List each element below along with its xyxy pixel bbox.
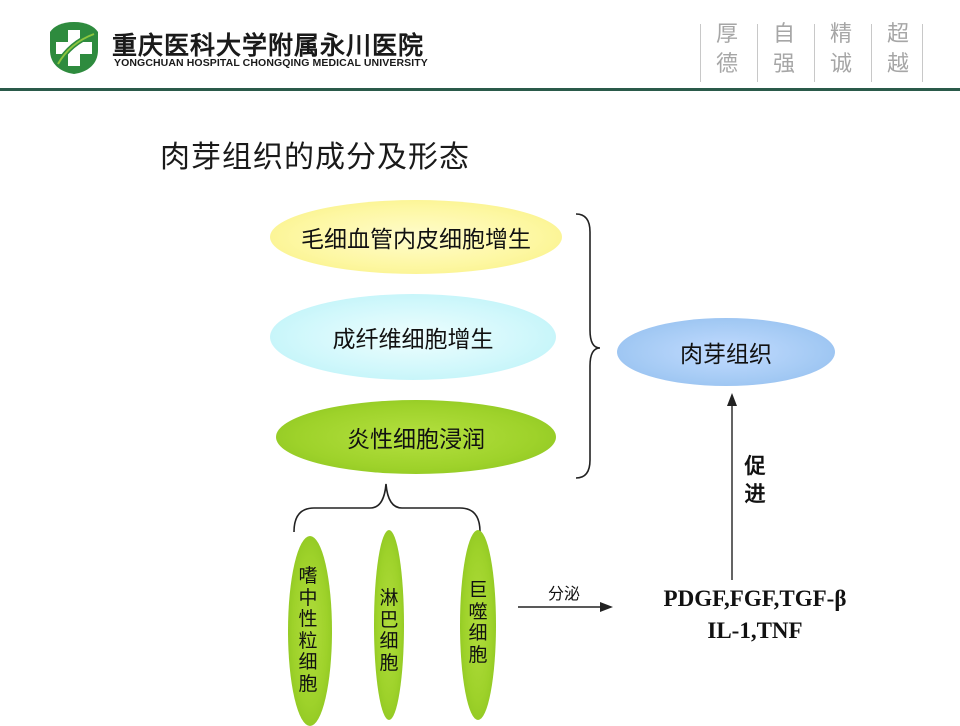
cell-neutrophil-label: 嗜中性粒细胞: [298, 565, 318, 695]
component-fibroblast: 成纤维细胞增生: [270, 294, 556, 380]
result-granulation-tissue: 肉芽组织: [617, 318, 835, 386]
hospital-logo-icon: [50, 22, 98, 74]
hospital-name-cn: 重庆医科大学附属永川医院: [112, 31, 425, 60]
motto-divider: [922, 24, 923, 82]
cells-brace: [293, 483, 481, 533]
growth-factors-line-2: IL-1,TNF: [707, 618, 803, 643]
component-label: 炎性细胞浸润: [347, 427, 485, 453]
cell-macrophage: [460, 530, 496, 720]
motto-item-3: 精诚: [814, 20, 870, 82]
motto-item-1: 厚德: [700, 20, 756, 82]
growth-factors-line-1: PDGF,FGF,TGF-β: [663, 586, 847, 611]
component-label: 毛细血管内皮细胞增生: [301, 227, 531, 253]
motto-text: 厚德: [715, 22, 738, 77]
cell-neutrophil: [288, 536, 332, 726]
component-endothelial: 毛细血管内皮细胞增生: [270, 200, 562, 274]
slide-title: 肉芽组织的成分及形态: [160, 140, 470, 175]
header-rule: [0, 88, 960, 91]
component-label: 成纤维细胞增生: [332, 327, 494, 353]
motto-item-4: 超越: [871, 20, 927, 82]
cell-lymphocyte-label: 淋巴细胞: [379, 587, 399, 674]
promote-label: 促进: [744, 454, 766, 506]
cell-macrophage-label: 巨噬细胞: [468, 579, 488, 666]
secrete-arrow-head: [600, 602, 613, 612]
secrete-label: 分泌: [548, 584, 581, 603]
motto-text: 自强: [772, 22, 795, 77]
motto-text: 精诚: [829, 22, 852, 77]
hospital-name-en: YONGCHUAN HOSPITAL CHONGQING MEDICAL UNI…: [114, 57, 428, 69]
right-brace: [575, 213, 601, 479]
component-inflammatory: 炎性细胞浸润: [276, 400, 556, 474]
cell-lymphocyte: [374, 530, 404, 720]
result-label: 肉芽组织: [680, 342, 772, 368]
slide-header: 重庆医科大学附属永川医院 YONGCHUAN HOSPITAL CHONGQIN…: [0, 0, 960, 92]
motto-item-2: 自强: [757, 20, 813, 82]
motto-text: 超越: [886, 22, 909, 77]
promote-arrow-head: [727, 393, 737, 406]
